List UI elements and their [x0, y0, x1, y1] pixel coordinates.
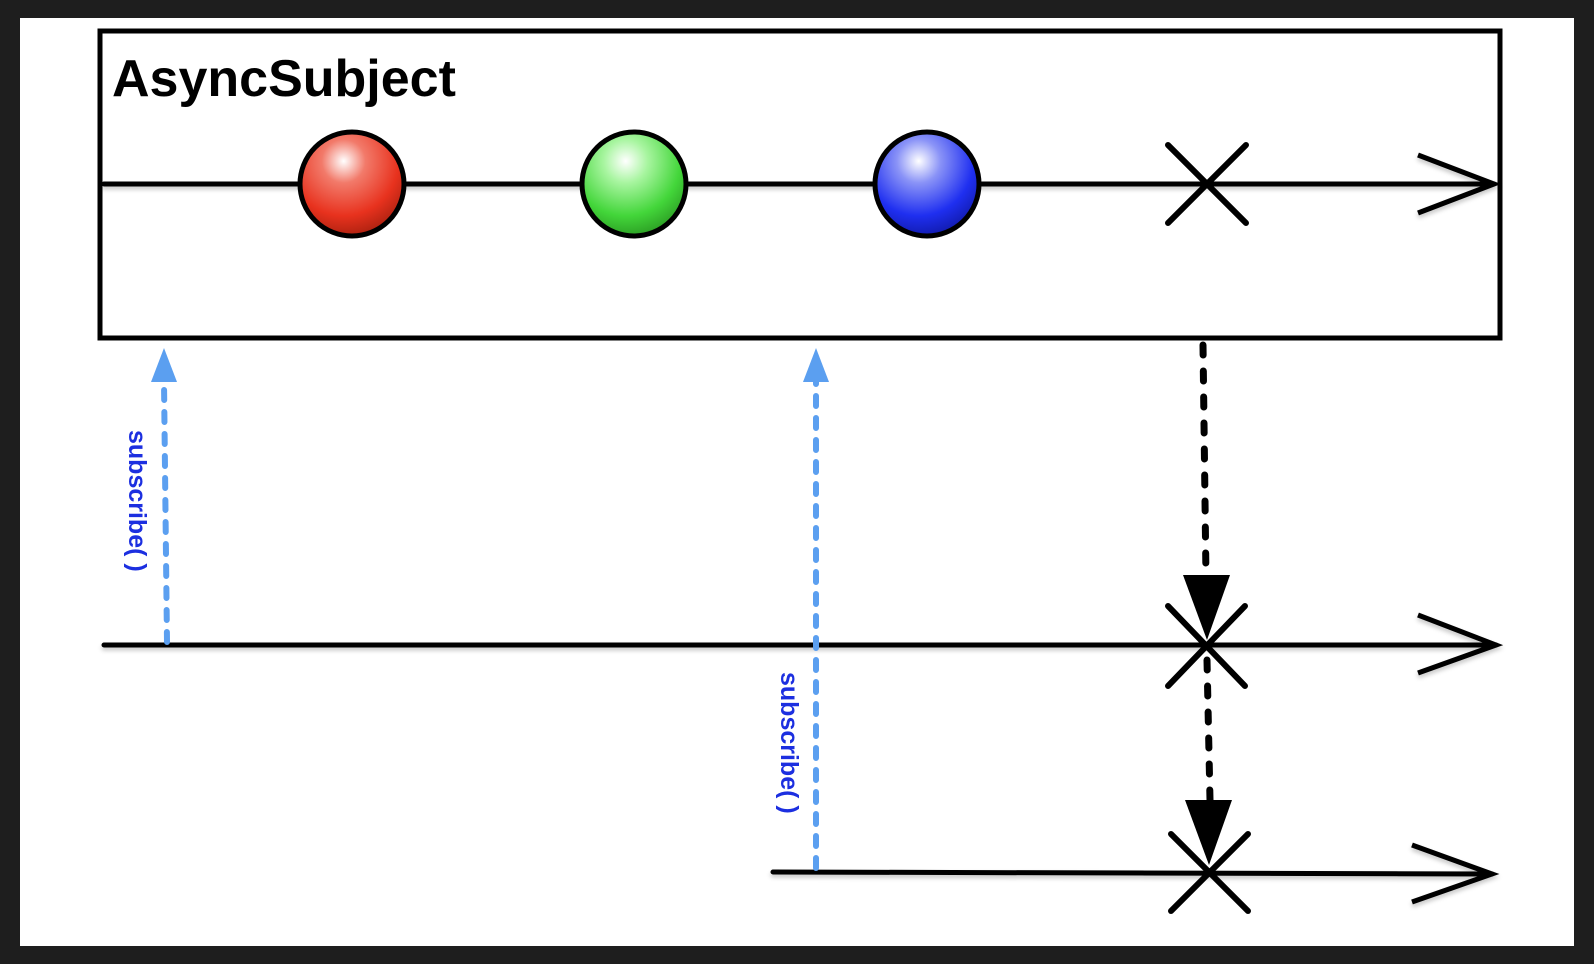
terminate-propagation-2 — [1185, 656, 1232, 865]
observer-1-timeline — [101, 612, 1504, 676]
canvas-background — [20, 18, 1574, 946]
subject-title: AsyncSubject — [112, 50, 456, 108]
subscription-2-label: subscribe( ) — [775, 672, 803, 814]
observer-1-terminate-x — [1165, 603, 1248, 689]
subscription-2-arrow — [803, 348, 829, 871]
terminate-propagation-1 — [1183, 341, 1230, 640]
subscription-1-label: subscribe( ) — [123, 430, 151, 572]
propagation-2-arrowhead — [1185, 800, 1232, 865]
observer-2-arrowhead — [1411, 842, 1500, 905]
marble-green — [579, 129, 689, 239]
observer-1-arrowhead — [1417, 612, 1504, 676]
marble-blue — [872, 129, 982, 239]
subject-arrowhead — [1417, 152, 1502, 216]
subject-terminate-x — [1165, 142, 1249, 226]
marble-red — [297, 129, 407, 239]
propagation-1-arrowhead — [1183, 575, 1230, 640]
observer-2-terminate-x — [1168, 831, 1251, 914]
subscription-1-arrowhead — [151, 348, 177, 382]
subscription-2-arrowhead — [803, 348, 829, 382]
observer-2-timeline — [770, 842, 1500, 905]
subject-box — [97, 28, 1503, 341]
subscription-1-arrow — [151, 348, 177, 645]
